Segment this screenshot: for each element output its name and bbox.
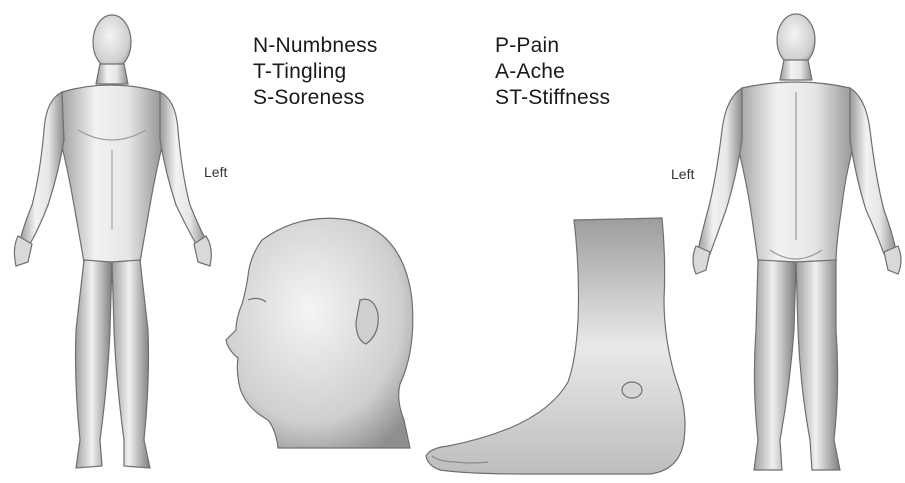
legend-ache: A-Ache xyxy=(495,59,610,85)
front-head xyxy=(93,15,131,69)
back-left-side-label: Left xyxy=(671,166,694,182)
front-left-leg xyxy=(76,260,113,468)
foot-ankle-bone xyxy=(622,382,642,398)
back-left-arm xyxy=(698,88,742,254)
head-profile xyxy=(226,218,413,448)
front-right-leg xyxy=(112,260,150,468)
back-body xyxy=(693,14,901,470)
legend-column-2: P-Pain A-Ache ST-Stiffness xyxy=(495,33,610,111)
foot-profile xyxy=(426,218,685,474)
front-left-side-label: Left xyxy=(204,164,227,180)
back-neck xyxy=(780,60,812,80)
back-right-leg xyxy=(796,260,840,470)
legend-stiffness: ST-Stiffness xyxy=(495,85,610,111)
front-right-arm xyxy=(160,92,206,244)
back-left-leg xyxy=(754,260,796,470)
front-body xyxy=(14,15,211,468)
front-left-arm xyxy=(20,92,64,244)
legend-pain: P-Pain xyxy=(495,33,610,59)
legend-numbness: N-Numbness xyxy=(253,33,378,59)
legend-column-1: N-Numbness T-Tingling S-Soreness xyxy=(253,33,378,111)
front-neck xyxy=(96,64,128,84)
back-right-arm xyxy=(850,88,896,254)
legend-tingling: T-Tingling xyxy=(253,59,378,85)
head-profile-shape xyxy=(226,218,413,448)
legend-soreness: S-Soreness xyxy=(253,85,378,111)
back-head xyxy=(777,14,815,66)
foot-shape xyxy=(426,218,685,474)
